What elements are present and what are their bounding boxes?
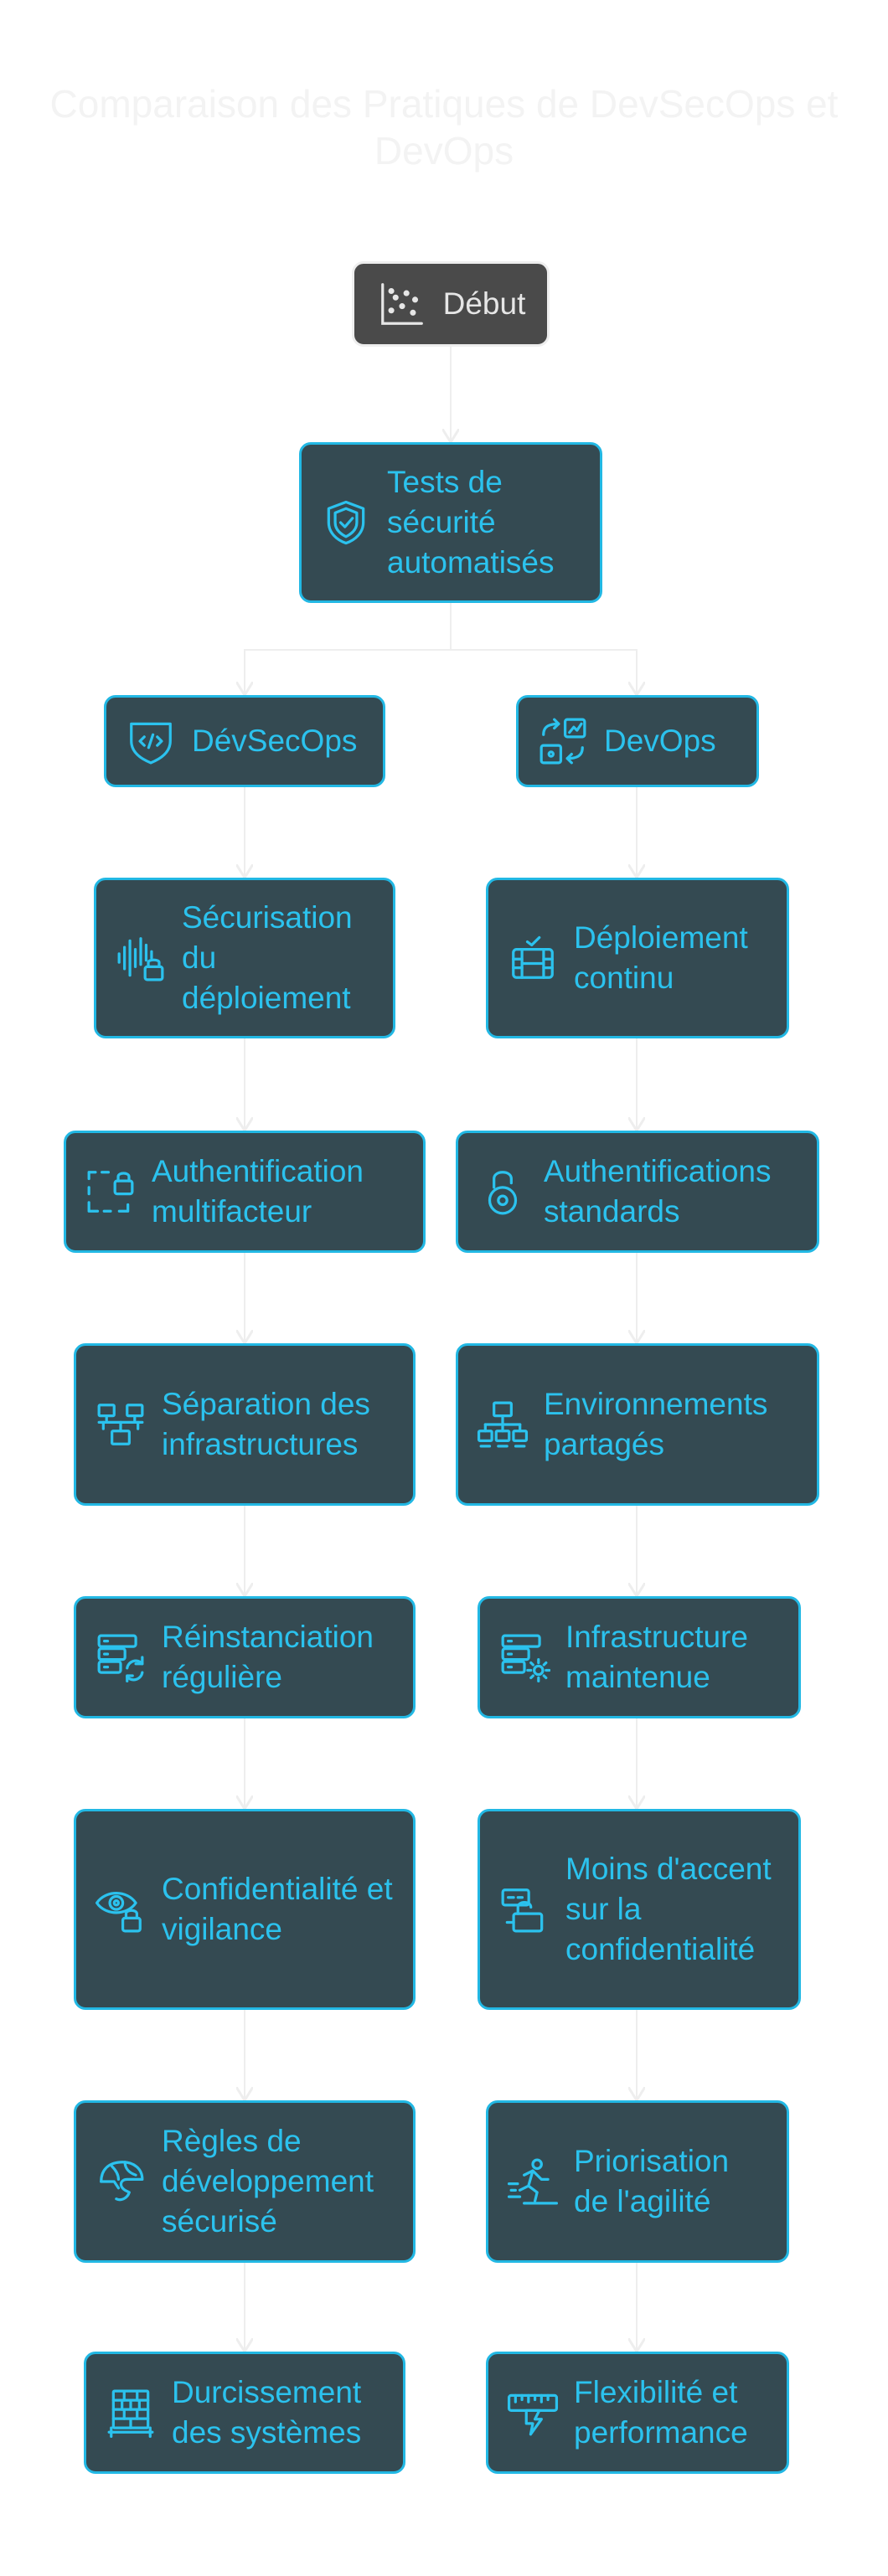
node-label: Règles de développement sécurisé [162,2124,374,2239]
node-label: Moins d'accent sur la confidentialité [565,1852,772,1966]
scatter-chart-icon [376,278,428,330]
node-label: Priorisation de l'agilité [574,2144,730,2218]
runner-icon [507,2156,559,2208]
node-label: Infrastructure maintenue [565,1620,748,1694]
unlocked-card-icon [498,1883,550,1935]
node-tests-securite[interactable]: Tests de sécurité automatisés [299,442,602,603]
node-deploiement-continu[interactable]: Déploiement continu [486,878,789,1038]
node-label: Début [442,286,526,321]
node-label: Environnements partagés [544,1387,768,1461]
node-securisation-deploiement[interactable]: Sécurisation du déploiement [94,878,395,1038]
edge-tests-devsecops [245,601,452,695]
node-reinstanciation-reguliere[interactable]: Réinstanciation régulière [74,1596,416,1718]
dashed-lock-icon [85,1166,137,1218]
node-separation-infrastructures[interactable]: Séparation des infrastructures [74,1343,416,1506]
film-check-icon [507,932,559,984]
node-priorisation-agilite[interactable]: Priorisation de l'agilité [486,2100,789,2263]
node-moins-accent-confidentialite[interactable]: Moins d'accent sur la confidentialité [478,1809,801,2010]
padlock-icon [477,1166,529,1218]
node-label: Tests de sécurité automatisés [387,465,555,580]
node-devops[interactable]: DevOps [516,695,759,787]
node-label: Sécurisation du déploiement [182,900,353,1015]
node-label: Confidentialité et vigilance [162,1872,393,1946]
node-label: Durcissement des systèmes [172,2375,362,2450]
diagram-title: Comparaison des Pratiques de DevSecOps e… [49,82,839,173]
node-label: Réinstanciation régulière [162,1620,374,1694]
node-start[interactable]: Début [352,261,550,347]
soundwave-lock-icon [115,932,167,984]
devops-cycle-icon [537,715,589,767]
eye-lock-icon [95,1883,147,1935]
measuring-tape-icon [507,2387,559,2439]
node-flexibilite-performance[interactable]: Flexibilité et performance [486,2352,789,2474]
node-label: Authentifications standards [544,1154,772,1229]
network-nodes-icon [95,1399,147,1450]
node-confidentialite-vigilance[interactable]: Confidentialité et vigilance [74,1809,416,2010]
node-durcissement-systemes[interactable]: Durcissement des systèmes [84,2352,405,2474]
brick-wall-icon [105,2387,157,2439]
network-monitor-icon [477,1399,529,1450]
edge-tests-devops [451,649,637,695]
code-shield-icon [125,715,177,767]
node-authentifications-standards[interactable]: Authentifications standards [456,1131,819,1253]
node-environnements-partages[interactable]: Environnements partagés [456,1343,819,1506]
node-infrastructure-maintenue[interactable]: Infrastructure maintenue [478,1596,801,1718]
shield-check-icon [320,497,372,549]
node-label: DevOps [604,724,716,758]
node-label: Déploiement continu [574,920,748,995]
server-gear-icon [498,1631,550,1683]
server-refresh-icon [95,1631,147,1683]
node-regles-developpement-securise[interactable]: Règles de développement sécurisé [74,2100,416,2263]
node-devsecops[interactable]: DévSecOps [104,695,385,787]
node-authentification-multifacteur[interactable]: Authentification multifacteur [64,1131,426,1253]
helmet-icon [95,2156,147,2208]
node-label: Authentification multifacteur [152,1154,364,1229]
node-label: Séparation des infrastructures [162,1387,370,1461]
node-label: Flexibilité et performance [574,2375,748,2450]
node-label: DévSecOps [192,724,358,758]
